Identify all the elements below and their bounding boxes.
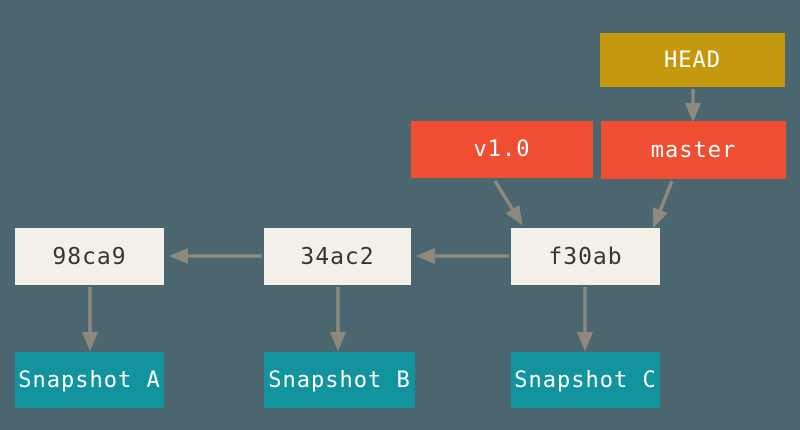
node-snapshot-a: Snapshot A	[15, 352, 164, 408]
node-commit-98ca9-label: 98ca9	[52, 243, 127, 270]
node-commit-98ca9: 98ca9	[15, 228, 164, 285]
node-tag-v1-0-label: v1.0	[473, 137, 531, 162]
node-branch-master: master	[601, 121, 786, 179]
node-head: HEAD	[600, 33, 785, 87]
node-tag-v1-0: v1.0	[411, 121, 593, 178]
node-snapshot-c: Snapshot C	[511, 352, 660, 408]
node-commit-34ac2-label: 34ac2	[300, 243, 375, 270]
node-commit-f30ab: f30ab	[511, 228, 660, 285]
node-commit-34ac2: 34ac2	[264, 228, 411, 285]
arrow-master-to-f30ab	[652, 180, 674, 228]
node-commit-f30ab-label: f30ab	[548, 243, 623, 270]
node-snapshot-b: Snapshot B	[264, 352, 415, 408]
node-snapshot-a-label: Snapshot A	[18, 367, 161, 393]
node-head-label: HEAD	[664, 47, 721, 73]
node-snapshot-b-label: Snapshot B	[268, 367, 411, 393]
node-branch-master-label: master	[650, 137, 737, 163]
arrow-v10-to-f30ab	[493, 180, 523, 226]
node-snapshot-c-label: Snapshot C	[514, 367, 657, 393]
